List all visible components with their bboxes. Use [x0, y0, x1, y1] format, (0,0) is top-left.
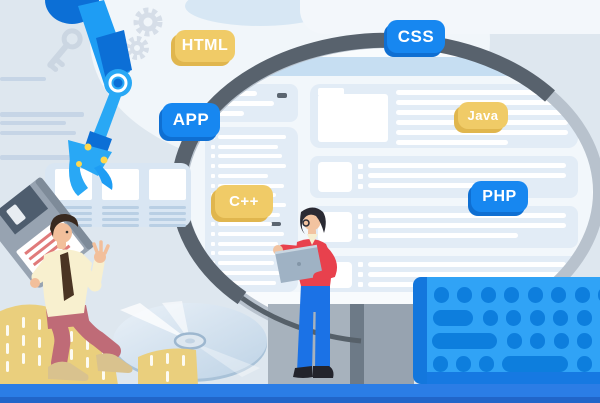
- magnifier-handle: [364, 304, 414, 385]
- card-line: [102, 206, 139, 209]
- keyboard-side: [413, 277, 427, 384]
- keyboard-key: [481, 287, 496, 303]
- keyboard-key: [434, 287, 449, 303]
- coin-dash: [22, 353, 25, 364]
- keyboard-key: [598, 287, 600, 303]
- laptop-icon: [274, 244, 323, 283]
- keyboard-key: [502, 356, 568, 372]
- coin-dash: [38, 319, 41, 330]
- card-cell: [149, 169, 186, 227]
- cloud-band-shape: [300, 0, 600, 34]
- developer-man: [30, 213, 133, 381]
- php-badge: PHP: [471, 181, 528, 212]
- app-badge: APP: [162, 103, 220, 137]
- card-line: [102, 224, 139, 227]
- card-line: [102, 218, 139, 221]
- keyboard-key: [506, 310, 521, 326]
- coin-dash: [22, 335, 25, 346]
- keyboard-key: [433, 356, 448, 372]
- card-line: [149, 224, 186, 227]
- keyboard-key: [551, 287, 566, 303]
- keyboard-key: [528, 287, 543, 303]
- keyboard-key: [577, 356, 592, 372]
- html-badge: HTML: [175, 30, 235, 62]
- coin-dash: [6, 343, 9, 354]
- card-line: [149, 212, 186, 215]
- deco-line: [0, 155, 80, 160]
- keyboard-key: [530, 310, 545, 326]
- keyboard-key: [507, 333, 522, 349]
- keyboard-key: [554, 333, 569, 349]
- keyboard-key: [553, 310, 568, 326]
- coin-dash: [182, 355, 185, 366]
- keyboard-key: [457, 287, 472, 303]
- keyboard-key: [530, 333, 545, 349]
- keyboard-key: [577, 333, 592, 349]
- coin-dash: [102, 369, 105, 380]
- java-badge: Java: [458, 102, 508, 129]
- coin-dash: [6, 325, 9, 336]
- coin-dash: [150, 355, 153, 366]
- developer-woman: [273, 207, 337, 378]
- keyboard-key: [456, 356, 471, 372]
- keyboard-key: [432, 333, 497, 349]
- coin-dash: [166, 371, 169, 382]
- deco-line: [0, 121, 66, 125]
- floor-bar: [0, 384, 600, 397]
- card-line: [149, 218, 186, 221]
- key-icon: [47, 28, 83, 72]
- coin-dash: [22, 317, 25, 328]
- coin-dash: [38, 337, 41, 348]
- coin-dash: [70, 349, 73, 360]
- card-line: [102, 212, 139, 215]
- cd-disc-icon: [113, 301, 267, 382]
- coin-dash: [86, 357, 89, 368]
- deco-line: [0, 112, 84, 117]
- keyboard-key: [433, 310, 473, 326]
- keyboard-key: [577, 310, 592, 326]
- keyboard-key: [575, 287, 590, 303]
- card-line: [149, 206, 186, 209]
- gear-icon: [125, 7, 163, 60]
- coin-dash: [38, 355, 41, 366]
- deco-line: [0, 77, 46, 81]
- card-line: [55, 212, 92, 215]
- magnifier-handle-stripe: [350, 304, 364, 385]
- keyboard-key: [483, 310, 498, 326]
- robot-arm-icon: [45, 0, 132, 196]
- floor-bar-shadow: [0, 397, 600, 403]
- deco-line: [0, 131, 76, 135]
- keyboard-key: [479, 356, 494, 372]
- css-badge: CSS: [387, 20, 445, 53]
- coin-dash: [166, 353, 169, 364]
- keyboard-key: [504, 287, 519, 303]
- cpp-badge: C++: [215, 185, 273, 218]
- card-line: [55, 206, 92, 209]
- keyboard-base: [427, 372, 600, 384]
- coin-dash: [6, 361, 9, 372]
- keyboard-board: [427, 277, 600, 372]
- coin-dash: [70, 331, 73, 342]
